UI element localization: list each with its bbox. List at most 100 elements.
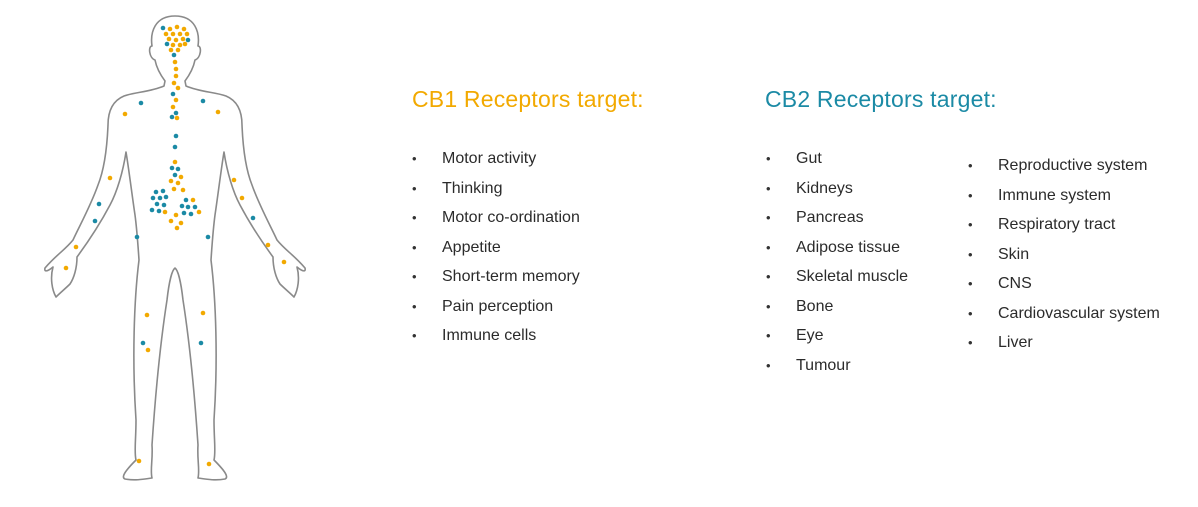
- cb1-receptor-dot: [73, 244, 79, 250]
- list-item: • Skin: [968, 245, 1160, 275]
- cb2-receptor-dot: [198, 340, 204, 346]
- bullet-icon: •: [412, 298, 417, 314]
- cb2-receptor-dot: [173, 110, 179, 116]
- bullet-icon: •: [766, 269, 771, 284]
- list-item-label: Bone: [796, 297, 834, 315]
- cb1-receptor-dot: [206, 461, 212, 467]
- bullet-icon: •: [968, 158, 973, 173]
- bullet-icon: •: [968, 305, 973, 321]
- list-item-label: Thinking: [442, 179, 503, 197]
- bullet-icon: •: [766, 180, 771, 196]
- list-item-label: Adipose tissue: [796, 238, 901, 256]
- cb1-receptor-dot: [239, 195, 245, 201]
- cb1-receptor-dot: [175, 180, 181, 186]
- list-item-label: Reproductive system: [998, 157, 1148, 174]
- list-item-label: Skin: [998, 245, 1030, 263]
- cb1-receptor-dot: [168, 47, 174, 53]
- cb1-receptor-dot: [122, 111, 128, 117]
- cb2-receptor-dot: [179, 203, 185, 209]
- cb1-receptor-dot: [170, 42, 176, 48]
- cb1-receptor-dot: [168, 178, 174, 184]
- list-item-label: Liver: [998, 334, 1033, 351]
- cb1-receptor-dot: [190, 197, 196, 203]
- list-item-label: Respiratory tract: [998, 216, 1116, 233]
- cb1-receptor-dot: [200, 310, 206, 316]
- cb1-receptor-dot: [166, 36, 172, 42]
- list-item-label: Appetite: [442, 238, 501, 256]
- cb1-receptor-dot: [170, 104, 176, 110]
- bullet-icon: •: [968, 335, 973, 350]
- cb2-receptor-dot: [188, 211, 194, 217]
- cb1-receptor-dot: [177, 31, 183, 37]
- list-item: • Skeletal muscle: [766, 267, 908, 297]
- cb2-receptor-dot: [160, 188, 166, 194]
- list-item: •Immune system: [968, 186, 1160, 216]
- list-item-label: Short-term memory: [442, 268, 580, 285]
- cb1-receptor-dot: [63, 265, 69, 271]
- list-item-label: Immune cells: [442, 327, 537, 344]
- cb1-receptor-dot: [173, 212, 179, 218]
- bullet-icon: •: [766, 298, 771, 314]
- bullet-icon: •: [412, 180, 417, 196]
- cb1-receptor-dot: [173, 37, 179, 43]
- list-item-label: Pain perception: [442, 297, 554, 315]
- list-item-label: Immune system: [998, 186, 1111, 204]
- cb2-receptor-dot: [185, 204, 191, 210]
- cb1-receptor-dot: [162, 209, 168, 215]
- cb1-receptor-dot: [231, 177, 237, 183]
- cb2-receptor-dot: [181, 210, 187, 216]
- cb1-receptor-dot: [172, 59, 178, 65]
- bullet-icon: •: [968, 276, 973, 291]
- cb1-receptor-dot: [181, 26, 187, 32]
- list-item-label: Skeletal muscle: [796, 268, 909, 285]
- list-item: •Kidneys: [766, 179, 908, 209]
- bullet-icon: •: [412, 210, 417, 225]
- cb1-receptor-dot: [182, 41, 188, 47]
- list-item: •CNS: [968, 274, 1160, 304]
- cb2-receptor-dot: [163, 194, 169, 200]
- bullet-icon: •: [412, 328, 417, 343]
- cb1-receptor-dot: [215, 109, 221, 115]
- bullet-icon: •: [766, 151, 771, 166]
- cb2-receptor-dot: [154, 201, 160, 207]
- cb2-receptor-dot: [153, 189, 159, 195]
- list-item: •Motor co-ordination: [412, 208, 580, 238]
- cb2-receptor-dot: [150, 195, 156, 201]
- list-item: • Thinking: [412, 179, 580, 209]
- list-item: • Bone: [766, 297, 908, 327]
- cb2-receptor-dot: [96, 201, 102, 207]
- cb1-receptor-dot: [172, 159, 178, 165]
- bullet-icon: •: [412, 239, 417, 255]
- bullet-icon: •: [968, 246, 973, 262]
- bullet-icon: •: [412, 151, 417, 166]
- cb1-receptor-dot: [107, 175, 113, 181]
- cb2-receptor-dot: [149, 207, 155, 213]
- cb2-receptor-dot: [172, 144, 178, 150]
- receptor-dots: [63, 24, 287, 467]
- cb1-receptor-dot: [180, 36, 186, 42]
- cb2-receptor-dot: [205, 234, 211, 240]
- cb2-receptor-dot: [175, 166, 181, 172]
- list-item: •Motor activity: [412, 149, 580, 179]
- list-item: • Appetite: [412, 238, 580, 268]
- bullet-icon: •: [766, 357, 771, 373]
- cb2-target-list-col2: •Reproductive system •Immune system •Res…: [968, 156, 1160, 363]
- cb1-receptor-dot: [136, 458, 142, 464]
- cb2-receptor-dot: [172, 172, 178, 178]
- cb1-receptor-dot: [173, 97, 179, 103]
- list-item-label: Pancreas: [796, 209, 864, 226]
- cb2-receptor-dot: [200, 98, 206, 104]
- cb1-receptor-dot: [168, 218, 174, 224]
- bullet-icon: •: [412, 269, 417, 284]
- list-item-label: Cardiovascular system: [998, 304, 1160, 322]
- cb1-receptor-dot: [174, 225, 180, 231]
- cb2-receptor-dot: [138, 100, 144, 106]
- cb2-receptor-dot: [173, 133, 179, 139]
- list-item: • Adipose tissue: [766, 238, 908, 268]
- cb2-target-list-col1: •Gut •Kidneys •Pancreas •Adipose tissue …: [766, 149, 908, 385]
- bullet-icon: •: [766, 239, 771, 255]
- cb1-receptor-dot: [178, 174, 184, 180]
- list-item: • Liver: [968, 333, 1160, 363]
- cb1-receptor-dot: [173, 73, 179, 79]
- cb1-target-list: •Motor activity • Thinking •Motor co-ordi…: [412, 149, 580, 356]
